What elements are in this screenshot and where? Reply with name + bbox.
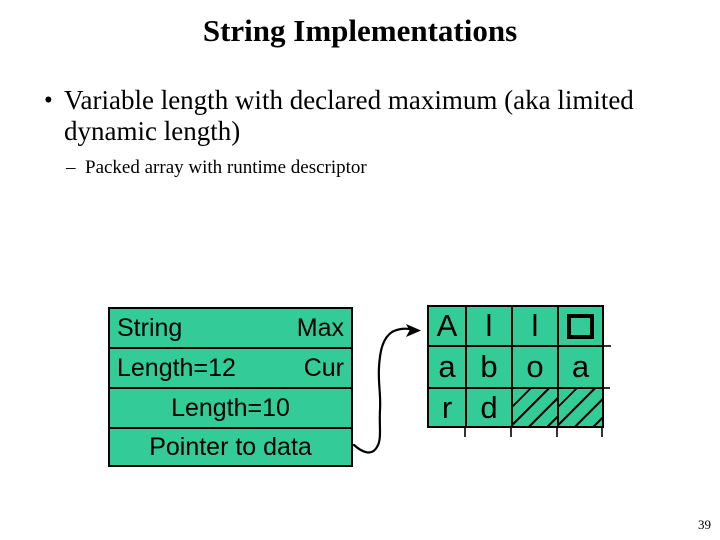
descriptor-cell: Cur	[303, 353, 344, 382]
descriptor-cell: Length=12	[117, 353, 236, 382]
array-cell: l	[467, 307, 513, 347]
array-cell: b	[467, 347, 513, 389]
unused-cell-hatch-icon	[513, 389, 557, 426]
descriptor-row: Length=10	[110, 389, 351, 429]
string-data-array-table: A l l a b o a r d	[427, 305, 604, 428]
descriptor-row: String Max	[110, 309, 351, 349]
array-cell-char: r	[441, 389, 453, 425]
sub-bullet-text: Packed array with runtime descriptor	[85, 157, 367, 178]
array-cell	[559, 389, 602, 426]
array-cell: d	[467, 389, 513, 426]
descriptor-cell: String	[117, 313, 183, 342]
array-cell-char: l	[531, 308, 539, 343]
array-cell-char: l	[485, 308, 493, 343]
blank-square-icon	[567, 313, 594, 339]
array-cell-char: d	[480, 389, 498, 425]
array-cell-char: A	[436, 308, 458, 343]
array-cell	[513, 389, 559, 426]
bullet-text: Variable length with declared maximum (a…	[64, 85, 634, 146]
descriptor-row: Pointer to data	[110, 429, 351, 465]
descriptor-cell: Max	[296, 313, 344, 342]
page-number: 39	[698, 517, 711, 532]
bullet-item: • Variable length with declared maximum …	[44, 85, 696, 147]
descriptor-cell: Length=10	[171, 393, 290, 422]
array-cell: l	[513, 307, 559, 347]
array-cell: o	[513, 347, 559, 389]
array-cell: A	[429, 307, 467, 347]
array-cell	[559, 307, 602, 347]
page-title: String Implementations	[202, 13, 518, 48]
descriptor-cell: Pointer to data	[149, 432, 312, 461]
array-cell-char: a	[438, 349, 456, 384]
array-cell: r	[429, 389, 467, 426]
array-cell-char: b	[480, 349, 498, 384]
bullet-marker: •	[44, 87, 53, 114]
unused-cell-hatch-icon	[559, 389, 602, 426]
array-cell: a	[559, 347, 602, 389]
array-cell-char: a	[571, 349, 590, 384]
sub-bullet-item: – Packed array with runtime descriptor	[66, 156, 367, 179]
string-descriptor-table: String Max Length=12 Cur Length=10 Point…	[108, 307, 353, 467]
array-cell-char: o	[526, 349, 544, 384]
pointer-arrow-icon	[352, 324, 421, 454]
sub-bullet-dash: –	[66, 157, 76, 178]
descriptor-row: Length=12 Cur	[110, 349, 351, 389]
array-cell: a	[429, 347, 467, 389]
